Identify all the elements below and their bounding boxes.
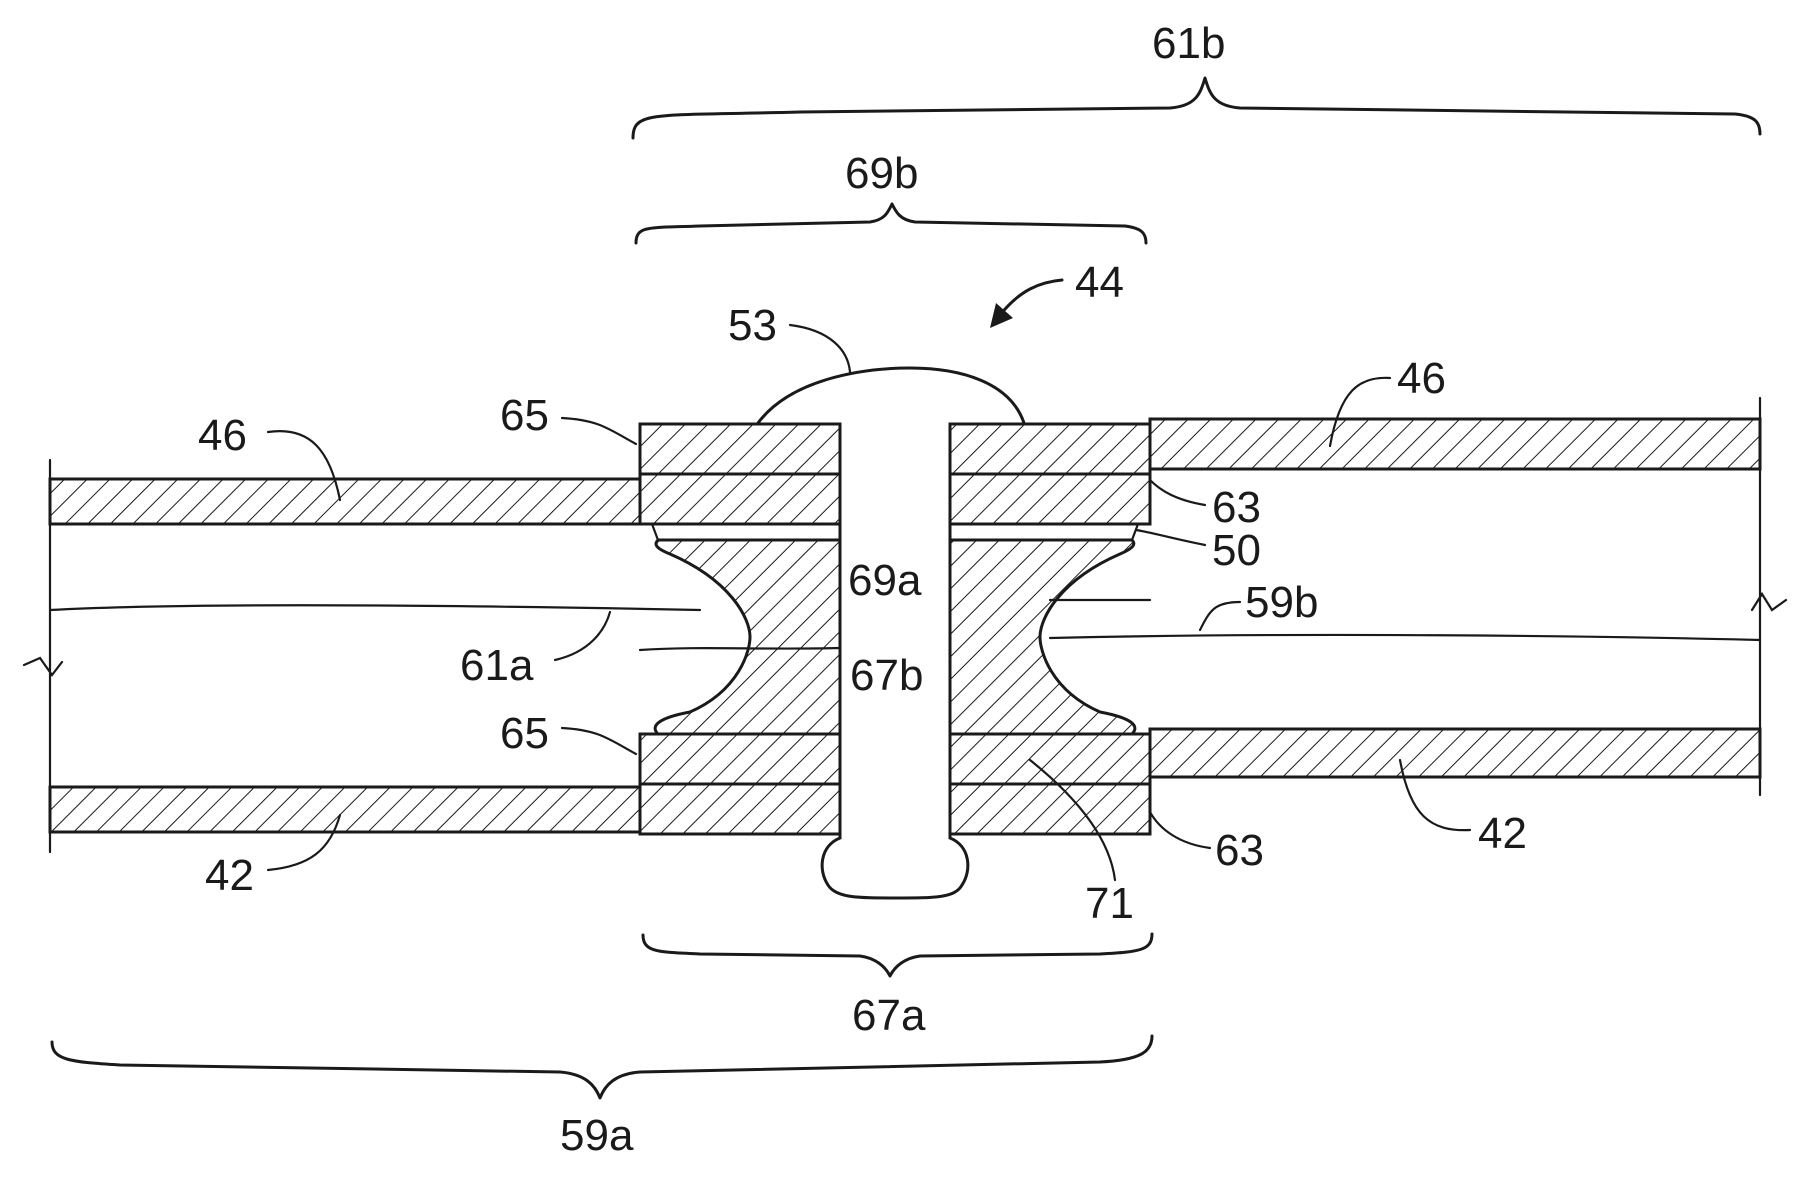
label-71: 71 (1085, 879, 1134, 928)
gap-line-lower-right (1050, 635, 1760, 640)
leader-50 (1136, 530, 1205, 545)
sheet-46-left (50, 479, 640, 524)
spacer-left (655, 540, 840, 734)
arrowhead-44 (990, 303, 1013, 328)
doubler-top-left-lower (640, 474, 840, 524)
label-42-right: 42 (1478, 809, 1527, 858)
label-59a: 59a (560, 1111, 634, 1160)
label-67a: 67a (852, 991, 926, 1040)
brace-69b (636, 204, 1146, 243)
leader-61a (555, 612, 610, 660)
label-46-left: 46 (198, 411, 247, 460)
doubler-top-left-upper (640, 424, 840, 474)
label-63-top: 63 (1212, 483, 1261, 532)
label-50: 50 (1212, 526, 1261, 575)
leader-53 (790, 325, 850, 372)
label-53: 53 (728, 301, 777, 350)
gap-line-upper (50, 605, 700, 610)
label-46-right: 46 (1397, 354, 1446, 403)
label-69b: 69b (845, 149, 918, 198)
sheet-42-right (1150, 729, 1760, 777)
sheet-46-right (1150, 419, 1760, 469)
doubler-top-right-lower (950, 474, 1150, 524)
leader-63-top (1150, 480, 1205, 505)
brace-67a (643, 934, 1152, 976)
doubler-bottom-left-upper (640, 734, 840, 784)
label-61b: 61b (1152, 19, 1225, 68)
label-63-bottom: 63 (1215, 826, 1264, 875)
leader-65-top (562, 418, 636, 444)
label-65-top: 65 (500, 391, 549, 440)
brace-61b (633, 78, 1760, 138)
doubler-bottom-left-lower (640, 784, 840, 834)
leader-59b (1200, 602, 1240, 630)
label-61a: 61a (460, 641, 534, 690)
label-65-bottom: 65 (500, 709, 549, 758)
leader-63-bottom (1150, 812, 1210, 848)
label-44: 44 (1075, 258, 1124, 307)
doubler-top-right-upper (950, 424, 1150, 474)
label-69a: 69a (848, 556, 922, 605)
sheet-42-left (50, 787, 640, 832)
brace-59a (52, 1036, 1152, 1098)
leader-65-bottom (562, 728, 636, 754)
label-67b: 67b (850, 651, 923, 700)
label-59b: 59b (1245, 578, 1318, 627)
rivet-head (758, 368, 1024, 423)
arrow-44 (1000, 280, 1062, 315)
doubler-bottom-right-lower (950, 784, 1150, 834)
label-42-left: 42 (205, 851, 254, 900)
